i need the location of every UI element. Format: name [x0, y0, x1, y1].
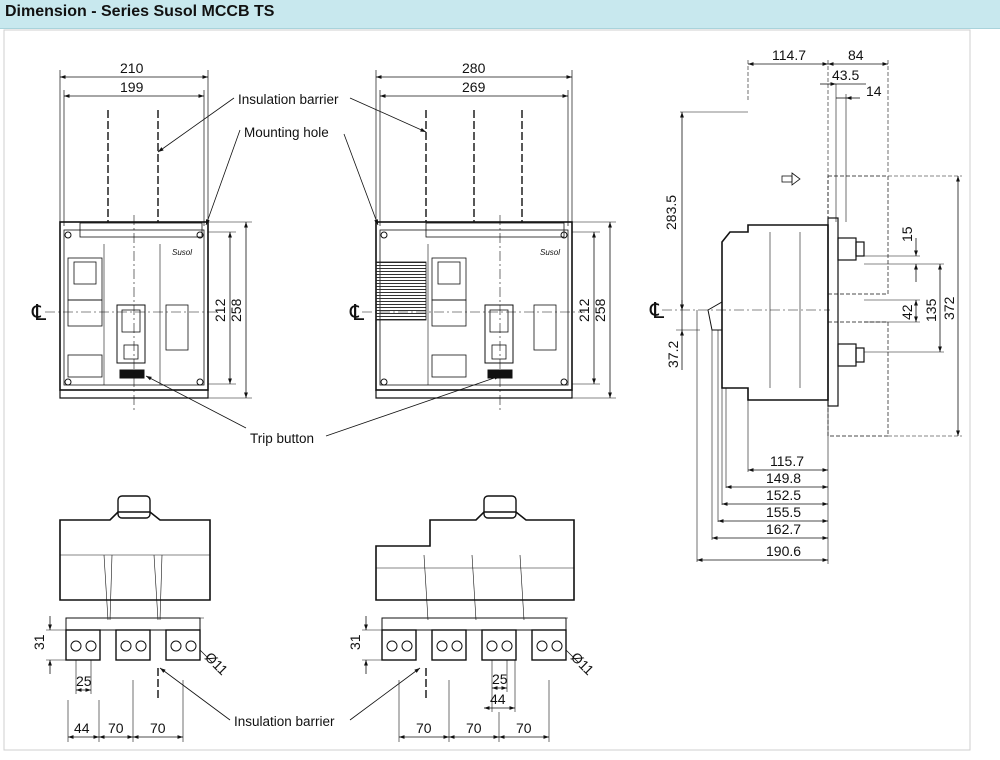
dim-44: 44 — [74, 720, 90, 736]
dim-70: 70 — [416, 720, 432, 736]
dim-258: 258 — [592, 298, 608, 322]
dim-190-6: 190.6 — [766, 543, 801, 559]
dim-372: 372 — [941, 296, 957, 320]
dim-269: 269 — [462, 79, 486, 95]
centerline-symbol: ℄ — [31, 300, 47, 325]
bottom-3p-labels: 31 25 44 70 70 Ø11 — [31, 634, 231, 736]
page-title: Dimension - Series Susol MCCB TS — [5, 3, 275, 20]
brand-logo: Susol — [172, 248, 192, 257]
callout-insulation-barrier: Insulation barrier — [238, 92, 339, 107]
dim-114-7: 114.7 — [772, 47, 806, 63]
centerline-symbol: ℄ — [649, 298, 665, 323]
dim-155-5: 155.5 — [766, 504, 801, 520]
callout-trip-button: Trip button — [250, 431, 314, 446]
callout-insulation-barrier-bottom: Insulation barrier — [234, 714, 335, 729]
bottom-view-3p — [46, 495, 213, 742]
callout-lines — [145, 97, 501, 721]
dim-210: 210 — [120, 60, 144, 76]
brand-logo: Susol — [540, 248, 560, 257]
dim-152-5: 152.5 — [766, 487, 801, 503]
dim-212: 212 — [576, 298, 592, 322]
dim-84: 84 — [848, 47, 864, 63]
dim-44: 44 — [490, 691, 506, 707]
dim-162-7: 162.7 — [766, 521, 801, 537]
dim-115-7: 115.7 — [770, 453, 804, 469]
dim-14: 14 — [866, 83, 882, 99]
side-view-labels: 114.7 84 43.5 14 283.5 372 15 42 135 37.… — [649, 47, 957, 559]
dim-31: 31 — [31, 634, 47, 650]
dim-135: 135 — [923, 298, 939, 322]
callout-mounting-hole: Mounting hole — [244, 125, 329, 140]
dim-199: 199 — [120, 79, 144, 95]
front-4p-labels: 280 269 212 258 ℄ Susol — [349, 60, 608, 325]
dim-43-5: 43.5 — [832, 67, 859, 83]
dim-283-5: 283.5 — [663, 195, 679, 230]
dim-258: 258 — [228, 298, 244, 322]
dim-25: 25 — [492, 671, 508, 687]
dim-31: 31 — [347, 634, 363, 650]
dim-25: 25 — [76, 673, 92, 689]
dim-70: 70 — [108, 720, 124, 736]
dim-diameter: Ø11 — [202, 649, 231, 678]
front-3p-labels: 210 199 212 258 ℄ Susol — [31, 60, 244, 325]
front-view-3p — [45, 70, 252, 410]
dim-70: 70 — [150, 720, 166, 736]
dim-212: 212 — [212, 298, 228, 322]
dim-70: 70 — [516, 720, 532, 736]
bottom-view-4p — [362, 495, 579, 742]
dim-280: 280 — [462, 60, 486, 76]
side-view — [662, 60, 962, 564]
dim-diameter: Ø11 — [568, 649, 597, 678]
centerline-symbol: ℄ — [349, 300, 365, 325]
bottom-4p-labels: 31 25 44 70 70 70 Ø11 — [347, 634, 597, 736]
dim-42: 42 — [899, 304, 915, 320]
front-view-4p — [362, 70, 616, 410]
dim-70: 70 — [466, 720, 482, 736]
dim-37-2: 37.2 — [665, 341, 681, 368]
header-bar — [0, 0, 1000, 29]
dim-15: 15 — [899, 226, 915, 242]
dim-149-8: 149.8 — [766, 470, 801, 486]
